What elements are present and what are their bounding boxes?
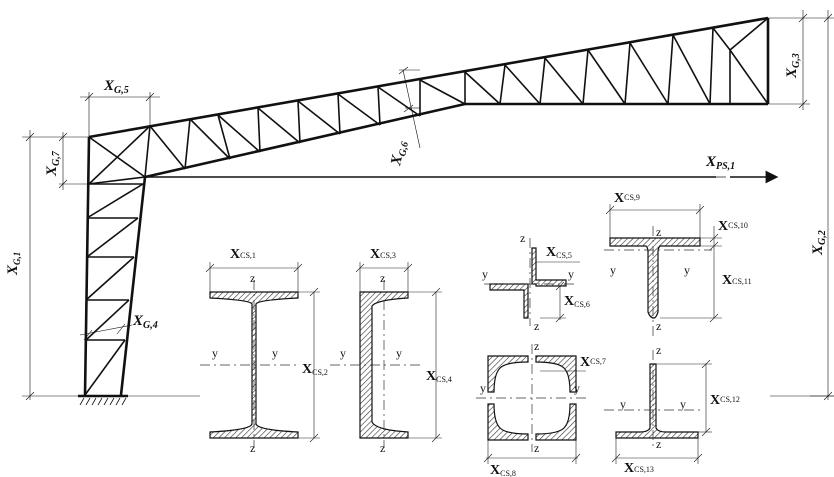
channel-section [330,262,442,448]
tee-section-top [604,204,722,340]
svg-text:z: z [656,319,661,333]
svg-text:z: z [534,339,539,353]
svg-text:z: z [534,441,539,455]
svg-text:z: z [656,225,661,239]
four-angle-box-section [476,344,588,464]
label-xg4: XG,4 [132,313,158,331]
rafter-web [144,17,769,178]
label-xcs13: XCS,13 [624,461,654,476]
label-xg6: XG,6 [388,139,411,168]
label-xcs6: XCS,6 [564,294,590,309]
svg-text:z: z [534,319,539,333]
label-xcs2: XCS,2 [302,362,328,377]
svg-text:z: z [520,231,525,245]
i-section [200,262,320,448]
column-lattice [84,125,151,396]
labels: XG,1 XG,7 XG,5 XG,4 XG,6 XG,3 XG,2 XPS,1… [5,53,828,477]
svg-text:y: y [272,346,278,360]
label-xcs11: XCS,11 [722,273,752,288]
label-xcs7: XCS,7 [580,355,606,370]
label-xcs1: XCS,1 [230,247,256,262]
svg-text:z: z [380,271,385,285]
label-xcs10: XCS,10 [718,219,748,234]
svg-text:y: y [574,381,580,395]
base-hatching [79,397,127,406]
label-xcs9: XCS,9 [614,191,640,206]
svg-text:y: y [620,397,626,411]
svg-text:y: y [684,263,690,277]
svg-text:y: y [340,346,346,360]
cruciform-angle-section [484,238,580,326]
svg-text:y: y [680,397,686,411]
label-xg2: XG,2 [810,230,828,256]
label-xg7: XG,7 [44,150,62,177]
label-xg5: XG,5 [103,78,129,96]
tee-section-bottom [604,350,712,464]
column-outer-chord [83,136,91,396]
svg-text:y: y [480,381,486,395]
rafter-bottom-chord-sloped [144,102,466,179]
svg-text:z: z [380,441,385,455]
svg-text:z: z [250,441,255,455]
svg-text:y: y [396,346,402,360]
label-xcs8: XCS,8 [490,463,516,477]
rafter-top-chord [88,16,769,139]
label-xps1: XPS,1 [705,154,735,172]
svg-text:z: z [250,271,255,285]
label-xcs4: XCS,4 [426,369,452,384]
label-xcs5: XCS,5 [546,245,572,260]
label-xcs12: XCS,12 [710,393,740,408]
portal-frame [22,10,834,406]
dimension-lines [22,10,834,401]
svg-text:z: z [656,343,661,357]
label-xcs3: XCS,3 [370,247,396,262]
svg-text:y: y [482,267,488,281]
column-inner-chord [119,176,147,396]
svg-text:z: z [656,437,661,451]
svg-text:y: y [212,346,218,360]
svg-text:y: y [610,263,616,277]
svg-text:y: y [568,267,574,281]
label-xg1: XG,1 [5,252,22,276]
label-xg3: XG,3 [784,53,802,79]
axis-letters: z z y y z z y y z z y y z z y y z z y y … [212,225,690,455]
